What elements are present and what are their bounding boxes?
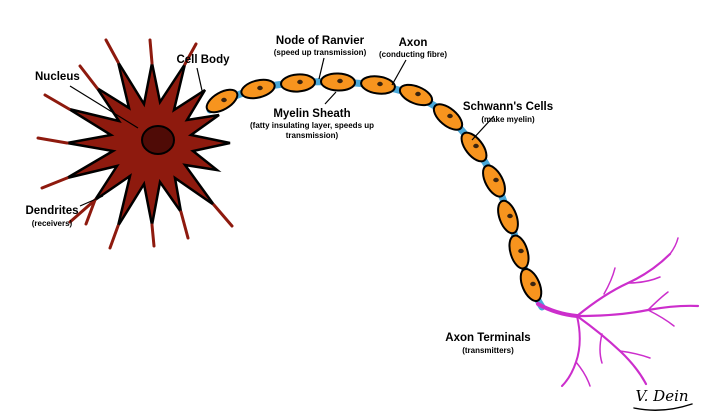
terminal-trunk xyxy=(536,302,579,318)
terminal-twig xyxy=(603,267,616,295)
leader-lines xyxy=(69,57,495,207)
label-axon-terminals: Axon Terminals xyxy=(445,332,530,344)
schwann-nucleus-dot xyxy=(297,79,303,85)
label-node-of-ranvier: Node of Ranvier xyxy=(276,35,365,47)
terminal-twig xyxy=(647,309,675,327)
schwann-nucleus-dot xyxy=(493,177,499,183)
leader-line-schwann xyxy=(471,115,495,141)
label-nucleus: Nucleus xyxy=(35,71,80,83)
nucleus-shape xyxy=(141,125,175,155)
dendrite-twig xyxy=(179,210,190,240)
leader-line-nucleus xyxy=(69,85,139,129)
leader-line-dendrites xyxy=(79,195,104,207)
terminal-twig xyxy=(599,333,603,364)
schwann-nucleus-dot xyxy=(415,91,421,97)
dendrite-twig xyxy=(150,223,156,248)
leader-line-axon xyxy=(391,59,407,86)
schwann-nucleus-dot xyxy=(337,78,343,84)
signature-underline xyxy=(633,403,693,411)
label-dendrites: Dendrites xyxy=(25,205,78,217)
leader-line-myelin xyxy=(324,91,337,105)
dendrite-twig xyxy=(40,176,69,190)
label-node-of-ranvier-sub: (speed up transmission) xyxy=(274,48,367,57)
label-axon-sub: (conducting fibre) xyxy=(379,50,447,59)
dendrite-twig xyxy=(78,64,99,90)
schwann-nucleus-dot xyxy=(377,81,383,87)
terminal-twig xyxy=(619,350,651,359)
schwann-nucleus-dot xyxy=(507,213,513,219)
schwann-nucleus-dot xyxy=(473,143,479,149)
dendrite-twig xyxy=(68,198,97,224)
label-myelin-sheath: Myelin Sheath xyxy=(273,108,350,120)
schwann-nucleus-dot xyxy=(530,281,536,287)
dendrite-twigs xyxy=(36,38,234,250)
schwann-nucleus-dot xyxy=(518,248,524,254)
terminal-twig xyxy=(575,361,591,387)
label-axon: Axon xyxy=(399,37,428,49)
dendrite-twig xyxy=(212,203,234,228)
label-cell-body: Cell Body xyxy=(176,54,230,66)
label-myelin-sheath-sub1: (fatty insulating layer, speeds up xyxy=(250,121,374,130)
axon-terminals xyxy=(536,237,700,387)
dendrite-twig xyxy=(108,224,120,250)
dendrite-twig xyxy=(183,42,198,66)
dendrite-twig xyxy=(43,93,71,111)
dendrite-twig xyxy=(104,38,120,64)
signature: V. Dein xyxy=(635,387,688,405)
terminal-twig xyxy=(647,291,669,311)
schwann-nuclei xyxy=(221,78,536,287)
label-schwanns-cells-sub: (make myelin) xyxy=(481,115,535,124)
label-dendrites-sub: (receivers) xyxy=(32,219,73,228)
leader-line-node xyxy=(318,57,325,80)
terminal-branch xyxy=(575,314,648,386)
terminal-branch xyxy=(575,252,672,318)
dendrite-twig xyxy=(36,136,69,145)
terminal-branch xyxy=(575,304,700,318)
schwann-nucleus-dot xyxy=(447,113,453,119)
leader-line-cell-body xyxy=(196,67,204,96)
terminal-branch xyxy=(561,315,581,387)
dendrite-twig xyxy=(148,38,154,65)
terminal-twig xyxy=(669,237,679,255)
dendrite-twig xyxy=(84,198,97,226)
schwann-nucleus-dot xyxy=(257,85,263,91)
label-axon-terminals-sub: (transmitters) xyxy=(462,346,514,355)
labels: Nucleus Cell Body Node of Ranvier (speed… xyxy=(25,35,693,411)
label-schwanns-cells: Schwann's Cells xyxy=(463,101,553,113)
terminal-twig xyxy=(627,276,661,284)
label-myelin-sheath-sub2: transmission) xyxy=(286,131,339,140)
schwann-nucleus-dot xyxy=(221,97,227,103)
